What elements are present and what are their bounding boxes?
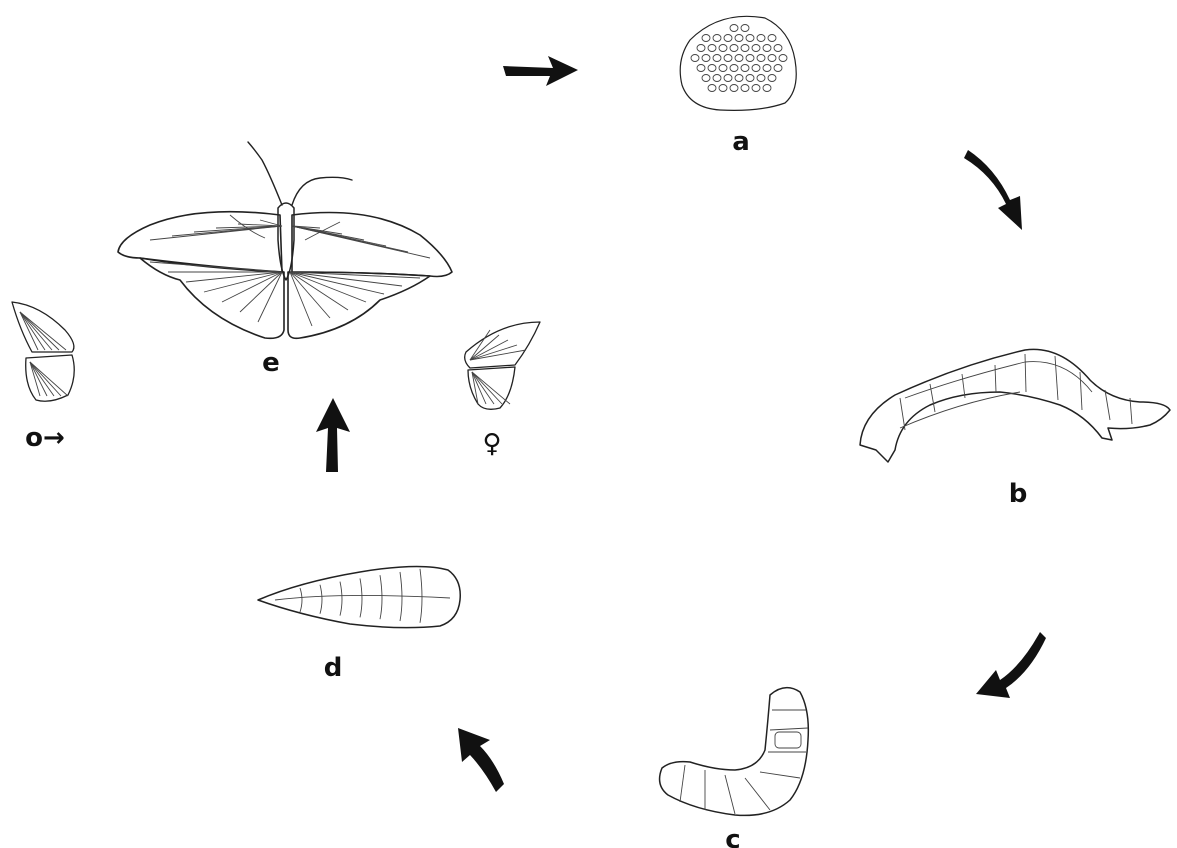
arrow-a-to-b [964, 150, 1022, 230]
male-symbol: o→ [25, 423, 65, 453]
arrow-b-to-c [976, 632, 1046, 698]
arrow-e-to-a [503, 56, 578, 86]
arrow-c-to-d [458, 728, 504, 792]
pupa [258, 566, 460, 627]
egg-mass [680, 16, 796, 110]
female-wings [465, 322, 540, 409]
male-wings [12, 302, 74, 401]
label-a: a [732, 127, 750, 157]
adult-moth [118, 142, 452, 338]
label-d: d [324, 653, 343, 683]
arrow-d-to-e [316, 398, 350, 472]
label-c: c [725, 825, 740, 848]
female-symbol: ♀ [482, 429, 501, 459]
curled-larva [660, 688, 809, 816]
label-e: e [262, 348, 280, 378]
label-b: b [1009, 479, 1028, 509]
larva [860, 349, 1170, 462]
